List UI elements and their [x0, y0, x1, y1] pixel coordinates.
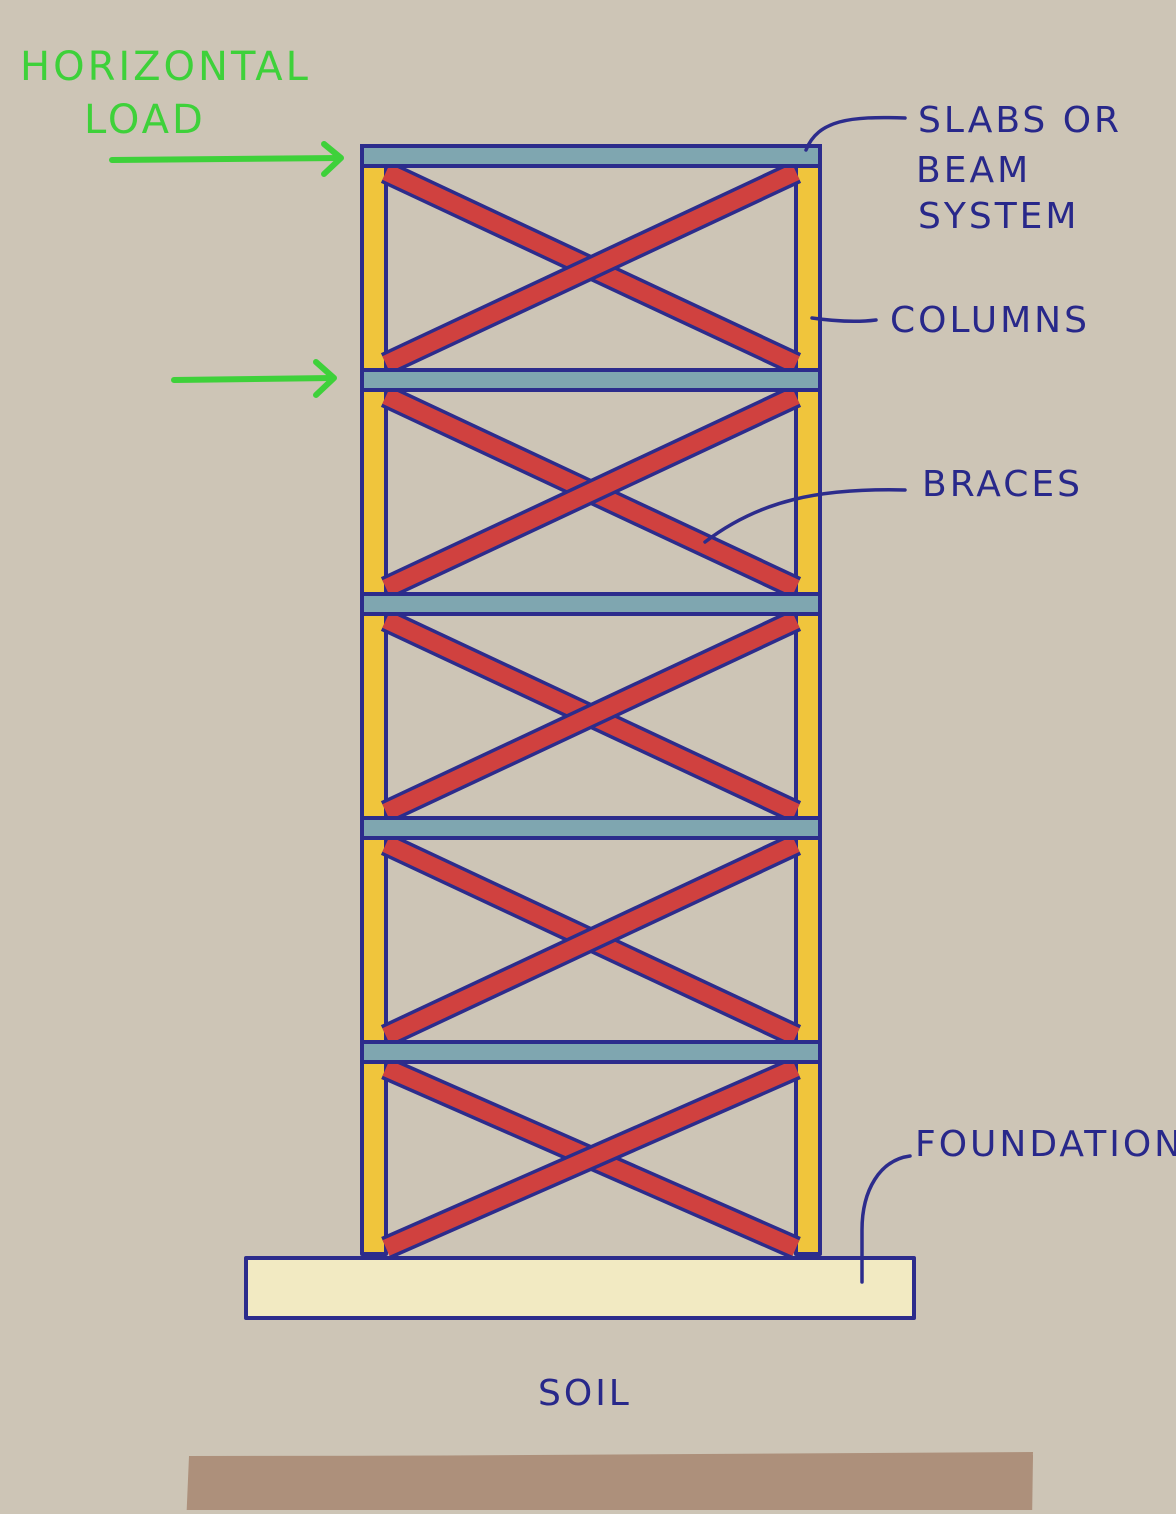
- brace-story-2-b: [380, 385, 802, 599]
- foundation-leader: [860, 1154, 912, 1284]
- foundation: [244, 1256, 916, 1320]
- braces-label: BRACES: [922, 464, 1083, 505]
- slab-3: [360, 592, 822, 616]
- slab-5: [360, 1040, 822, 1064]
- slab-2: [360, 368, 822, 392]
- slabs: [360, 144, 822, 1064]
- slab-1: [360, 144, 822, 168]
- load-arrow-second: [171, 359, 337, 398]
- brace-story-1-b: [380, 161, 802, 375]
- slab-4: [360, 816, 822, 840]
- brace-story-3-b: [380, 609, 802, 823]
- soil: [186, 1452, 1033, 1514]
- foundation-slab: [244, 1256, 916, 1320]
- leader-lines: [703, 115, 912, 1284]
- horizontal-load-label-line2: LOAD: [84, 97, 206, 143]
- slabs-label-line3: SYSTEM: [918, 196, 1080, 237]
- horizontal-load-arrows: [109, 141, 344, 398]
- soil-block-body: [186, 1455, 1033, 1514]
- brace-story-5-b: [381, 1057, 801, 1259]
- column-left: [360, 146, 388, 1256]
- foundation-label: FOUNDATION: [915, 1124, 1176, 1165]
- braces: [380, 161, 802, 1259]
- columns-leader: [810, 316, 878, 324]
- column-right: [794, 146, 822, 1256]
- soil-label: SOIL: [538, 1373, 632, 1414]
- braces-leader: [703, 488, 907, 544]
- load-arrow-top: [109, 141, 344, 177]
- slabs-label-line1: SLABS OR: [918, 100, 1122, 141]
- slabs-label-line2: BEAM: [916, 150, 1031, 191]
- slabs-leader: [804, 115, 907, 152]
- columns-label: COLUMNS: [890, 300, 1090, 341]
- brace-story-4-b: [380, 833, 802, 1047]
- horizontal-load-label-line1: HORIZONTAL: [20, 44, 311, 90]
